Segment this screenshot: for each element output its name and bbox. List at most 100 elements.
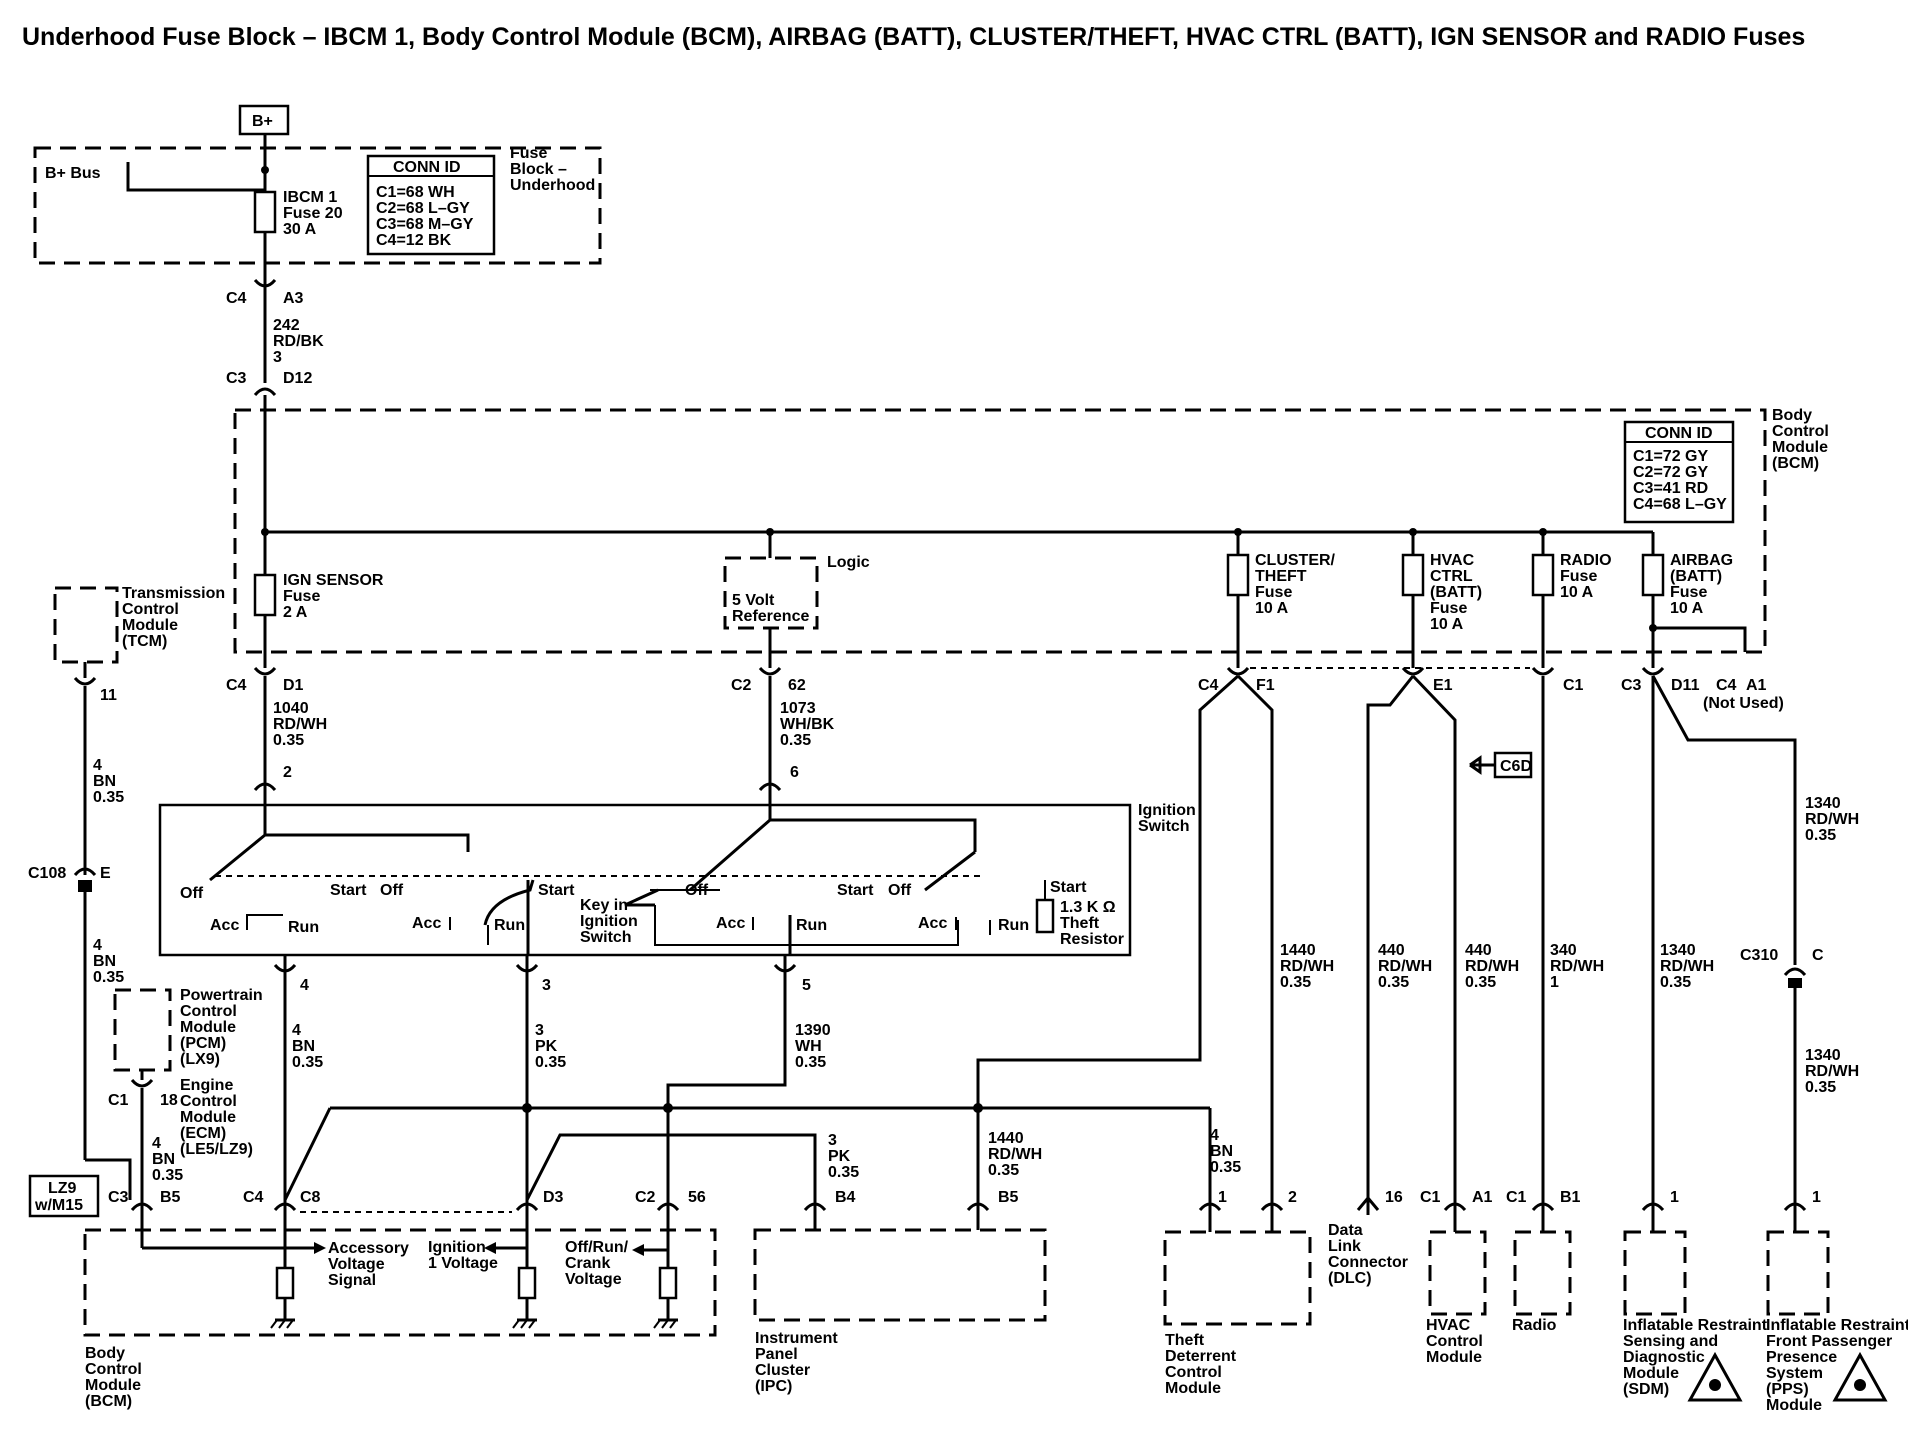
svg-text:C8: C8	[300, 1189, 321, 1206]
radio-fuse	[1531, 553, 1555, 597]
svg-text:1: 1	[1812, 1189, 1821, 1206]
svg-text:A1: A1	[1746, 677, 1767, 694]
svg-text:B4: B4	[835, 1189, 856, 1206]
svg-text:Run: Run	[494, 917, 525, 934]
ign-sensor-fuse	[253, 573, 277, 617]
svg-text:(Not Used): (Not Used)	[1703, 695, 1784, 712]
svg-text:Off: Off	[888, 882, 912, 899]
svg-text:CONN ID: CONN ID	[393, 159, 461, 176]
svg-text:Logic: Logic	[827, 554, 870, 571]
svg-text:1: 1	[1670, 1189, 1679, 1206]
svg-text:Start: Start	[1050, 879, 1087, 896]
svg-text:D3: D3	[543, 1189, 564, 1206]
svg-text:C4: C4	[243, 1189, 264, 1206]
svg-text:C3: C3	[1621, 677, 1642, 694]
svg-text:B1: B1	[1560, 1189, 1581, 1206]
theft-deterrent-box	[1163, 1230, 1312, 1326]
svg-text:C1: C1	[1420, 1189, 1441, 1206]
svg-text:w/M15: w/M15	[34, 1197, 83, 1214]
ignition-switch-box	[158, 803, 1132, 957]
svg-text:2: 2	[1288, 1189, 1297, 1206]
svg-text:56: 56	[688, 1189, 706, 1206]
svg-text:C4: C4	[1198, 677, 1219, 694]
airbag-batt-fuse	[1641, 553, 1665, 597]
ipc-box	[753, 1228, 1047, 1322]
svg-text:B5: B5	[160, 1189, 181, 1206]
svg-text:C1: C1	[1506, 1189, 1527, 1206]
svg-text:C6D: C6D	[1500, 758, 1532, 775]
radio-box	[1513, 1230, 1572, 1316]
svg-text:E1: E1	[1433, 677, 1453, 694]
svg-text:C108: C108	[28, 865, 66, 882]
svg-text:C: C	[1812, 947, 1824, 964]
c6d-connector-ref[interactable]	[1493, 751, 1533, 779]
svg-text:Acc: Acc	[412, 915, 441, 932]
svg-text:C310: C310	[1740, 947, 1778, 964]
svg-text:Radio: Radio	[1512, 1317, 1557, 1334]
tcm-box	[53, 586, 119, 664]
svg-text:16: 16	[1385, 1189, 1403, 1206]
svg-text:C4: C4	[226, 290, 247, 307]
svg-text:E: E	[100, 865, 111, 882]
svg-text:C3: C3	[226, 370, 247, 387]
bcm-outline	[233, 408, 1767, 654]
ground-symbols	[270, 1318, 678, 1329]
hvac-ctrl-fuse	[1401, 553, 1425, 597]
svg-text:11: 11	[100, 687, 117, 704]
svg-text:B5: B5	[998, 1189, 1019, 1206]
diagram-title: Underhood Fuse Block – IBCM 1, Body Cont…	[22, 23, 1805, 51]
svg-text:5: 5	[802, 977, 811, 994]
underhood-fuse-block-outline	[33, 146, 602, 265]
svg-text:C1: C1	[1563, 677, 1584, 694]
svg-text:Acc: Acc	[918, 915, 947, 932]
svg-text:3: 3	[542, 977, 551, 994]
cluster-theft-fuse	[1226, 553, 1250, 597]
fuse-block-conn-id-table	[366, 154, 496, 256]
svg-text:Run: Run	[998, 917, 1029, 934]
svg-text:A3: A3	[283, 290, 304, 307]
bcm-conn-id-table	[1623, 420, 1735, 524]
svg-text:2: 2	[283, 764, 292, 781]
svg-text:Off: Off	[180, 885, 204, 902]
svg-text:C3: C3	[108, 1189, 129, 1206]
svg-text:C1: C1	[108, 1092, 129, 1109]
svg-text:LZ9: LZ9	[48, 1180, 77, 1197]
pcm-box	[113, 988, 172, 1072]
airbag-warning-icon	[1832, 1351, 1888, 1402]
svg-text:Acc: Acc	[210, 917, 239, 934]
